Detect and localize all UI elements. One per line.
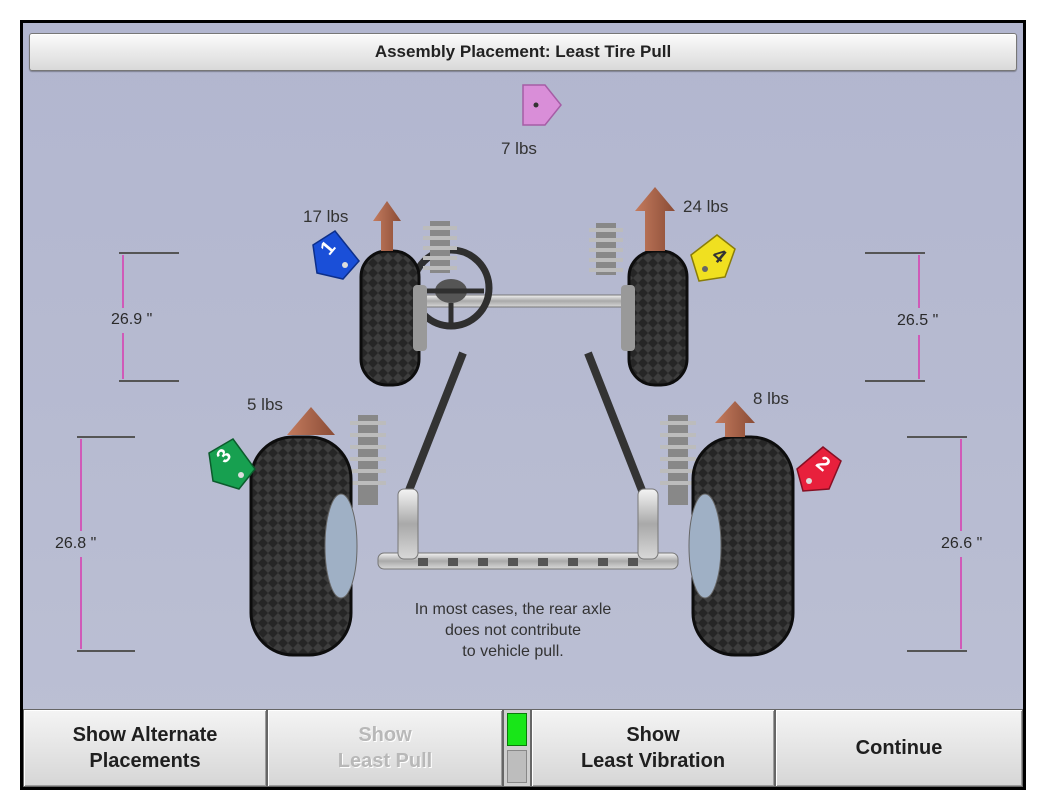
wheel-tag-icon-4 [690, 234, 736, 282]
button-label-line: Show Alternate [72, 724, 218, 746]
indicator-inactive-light [507, 750, 527, 783]
continue-button[interactable]: Continue [775, 709, 1023, 787]
button-label: Continue [855, 737, 943, 759]
dimension-line-front-left [119, 252, 179, 382]
diameter-label-front-right: 26.5 " [897, 312, 939, 329]
diameter-label-front-left: 26.9 " [111, 311, 153, 328]
chassis-frame [377, 294, 679, 570]
rear-axle-note: In most cases, the rear axle does not co… [353, 599, 673, 662]
button-bar: Show Alternate Placements Show Least Pul… [23, 709, 1023, 787]
pull-arrow-icon-front-right [635, 187, 675, 251]
note-line: does not contribute [444, 622, 582, 639]
title-bar: Assembly Placement: Least Tire Pull [29, 33, 1017, 71]
mode-indicator [503, 709, 531, 787]
suspension-illustration [77, 84, 967, 657]
note-line: In most cases, the rear axle [414, 601, 612, 618]
overall-pull-label: 7 lbs [501, 139, 537, 158]
dimension-line-rear-left [77, 436, 135, 652]
pull-label-rear-left: 5 lbs [247, 395, 283, 414]
pull-arrow-icon-rear-right [715, 401, 755, 437]
wheel-tag-icon-2 [796, 446, 842, 492]
front-right-tire [621, 249, 689, 387]
suspension-springs [350, 221, 696, 505]
pull-label-front-left: 17 lbs [303, 207, 349, 226]
diameter-label-rear-right: 26.6 " [941, 535, 983, 552]
dimension-line-front-right [865, 252, 925, 382]
show-least-vibration-button[interactable]: Show Least Vibration [531, 709, 775, 787]
wheel-tag-icon-3 [208, 438, 256, 490]
button-label-line: Least Vibration [580, 750, 726, 772]
note-line: to vehicle pull. [462, 643, 564, 660]
pull-arrow-icon-rear-left [287, 407, 335, 435]
pull-label-rear-right: 8 lbs [753, 389, 789, 408]
wheel-tag-icon-1 [312, 230, 360, 280]
vehicle-diagram: 1 4 3 2 7 lbs 17 lbs 24 lbs 5 lbs 8 lbs … [23, 23, 1023, 787]
front-left-tire [359, 249, 427, 387]
button-label-line: Least Pull [337, 750, 433, 772]
diameter-label-rear-left: 26.8 " [55, 535, 97, 552]
rear-left-tire [249, 435, 358, 657]
overall-pull-arrow-icon [522, 84, 562, 126]
button-label-line: Show [626, 724, 680, 746]
button-label-line: Show [358, 724, 412, 746]
show-least-pull-button[interactable]: Show Least Pull [267, 709, 503, 787]
dimension-line-rear-right [907, 436, 967, 652]
pull-label-front-right: 24 lbs [683, 197, 729, 216]
show-alternate-placements-button[interactable]: Show Alternate Placements [23, 709, 267, 787]
application-window: 1 4 3 2 7 lbs 17 lbs 24 lbs 5 lbs 8 lbs … [20, 20, 1026, 790]
pull-arrow-icon-front-left [373, 201, 401, 251]
button-label-line: Placements [89, 750, 201, 772]
rear-right-tire [688, 435, 795, 657]
indicator-active-light [507, 713, 527, 746]
page-title: Assembly Placement: Least Tire Pull [374, 42, 672, 61]
